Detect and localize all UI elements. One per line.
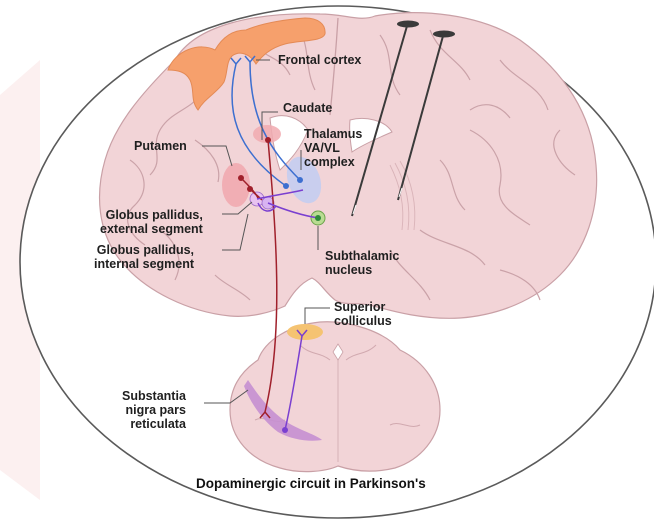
label-snr-line2: nigra pars: [122, 403, 186, 417]
label-thalamus-line2: VA/VL: [304, 141, 362, 155]
label-frontal-cortex: Frontal cortex: [278, 53, 361, 67]
blue-neuron-2: [297, 177, 303, 183]
label-stn-line1: Subthalamic: [325, 249, 399, 263]
label-caudate: Caudate: [283, 101, 332, 115]
label-gpi-line2: internal segment: [94, 257, 194, 271]
label-gpi: Globus pallidus, internal segment: [94, 243, 194, 271]
label-stn: Subthalamic nucleus: [325, 249, 399, 277]
label-thalamus-line3: complex: [304, 155, 362, 169]
label-thalamus-line1: Thalamus: [304, 127, 362, 141]
red-neuron-caudate: [265, 137, 271, 143]
label-snr: Substantia nigra pars reticulata: [122, 389, 186, 431]
label-stn-line2: nucleus: [325, 263, 399, 277]
purple-neuron-snr: [282, 427, 288, 433]
label-gpe: Globus pallidus, external segment: [100, 208, 203, 236]
label-putamen: Putamen: [134, 139, 187, 153]
label-thalamus: Thalamus VA/VL complex: [304, 127, 362, 169]
green-neuron-stn: [315, 215, 321, 221]
label-gpe-line1: Globus pallidus,: [100, 208, 203, 222]
label-superior-colliculus: Superior colliculus: [334, 300, 392, 328]
label-snr-line1: Substantia: [122, 389, 186, 403]
label-sc-line2: colliculus: [334, 314, 392, 328]
blue-neuron-1: [283, 183, 289, 189]
red-neuron-putamen-2: [247, 186, 253, 192]
label-sc-line1: Superior: [334, 300, 392, 314]
label-snr-line3: reticulata: [122, 417, 186, 431]
putamen-shape: [222, 163, 250, 207]
label-gpi-line1: Globus pallidus,: [94, 243, 194, 257]
label-gpe-line2: external segment: [100, 222, 203, 236]
diagram-caption: Dopaminergic circuit in Parkinson's: [196, 476, 426, 491]
red-neuron-putamen-1: [238, 175, 244, 181]
